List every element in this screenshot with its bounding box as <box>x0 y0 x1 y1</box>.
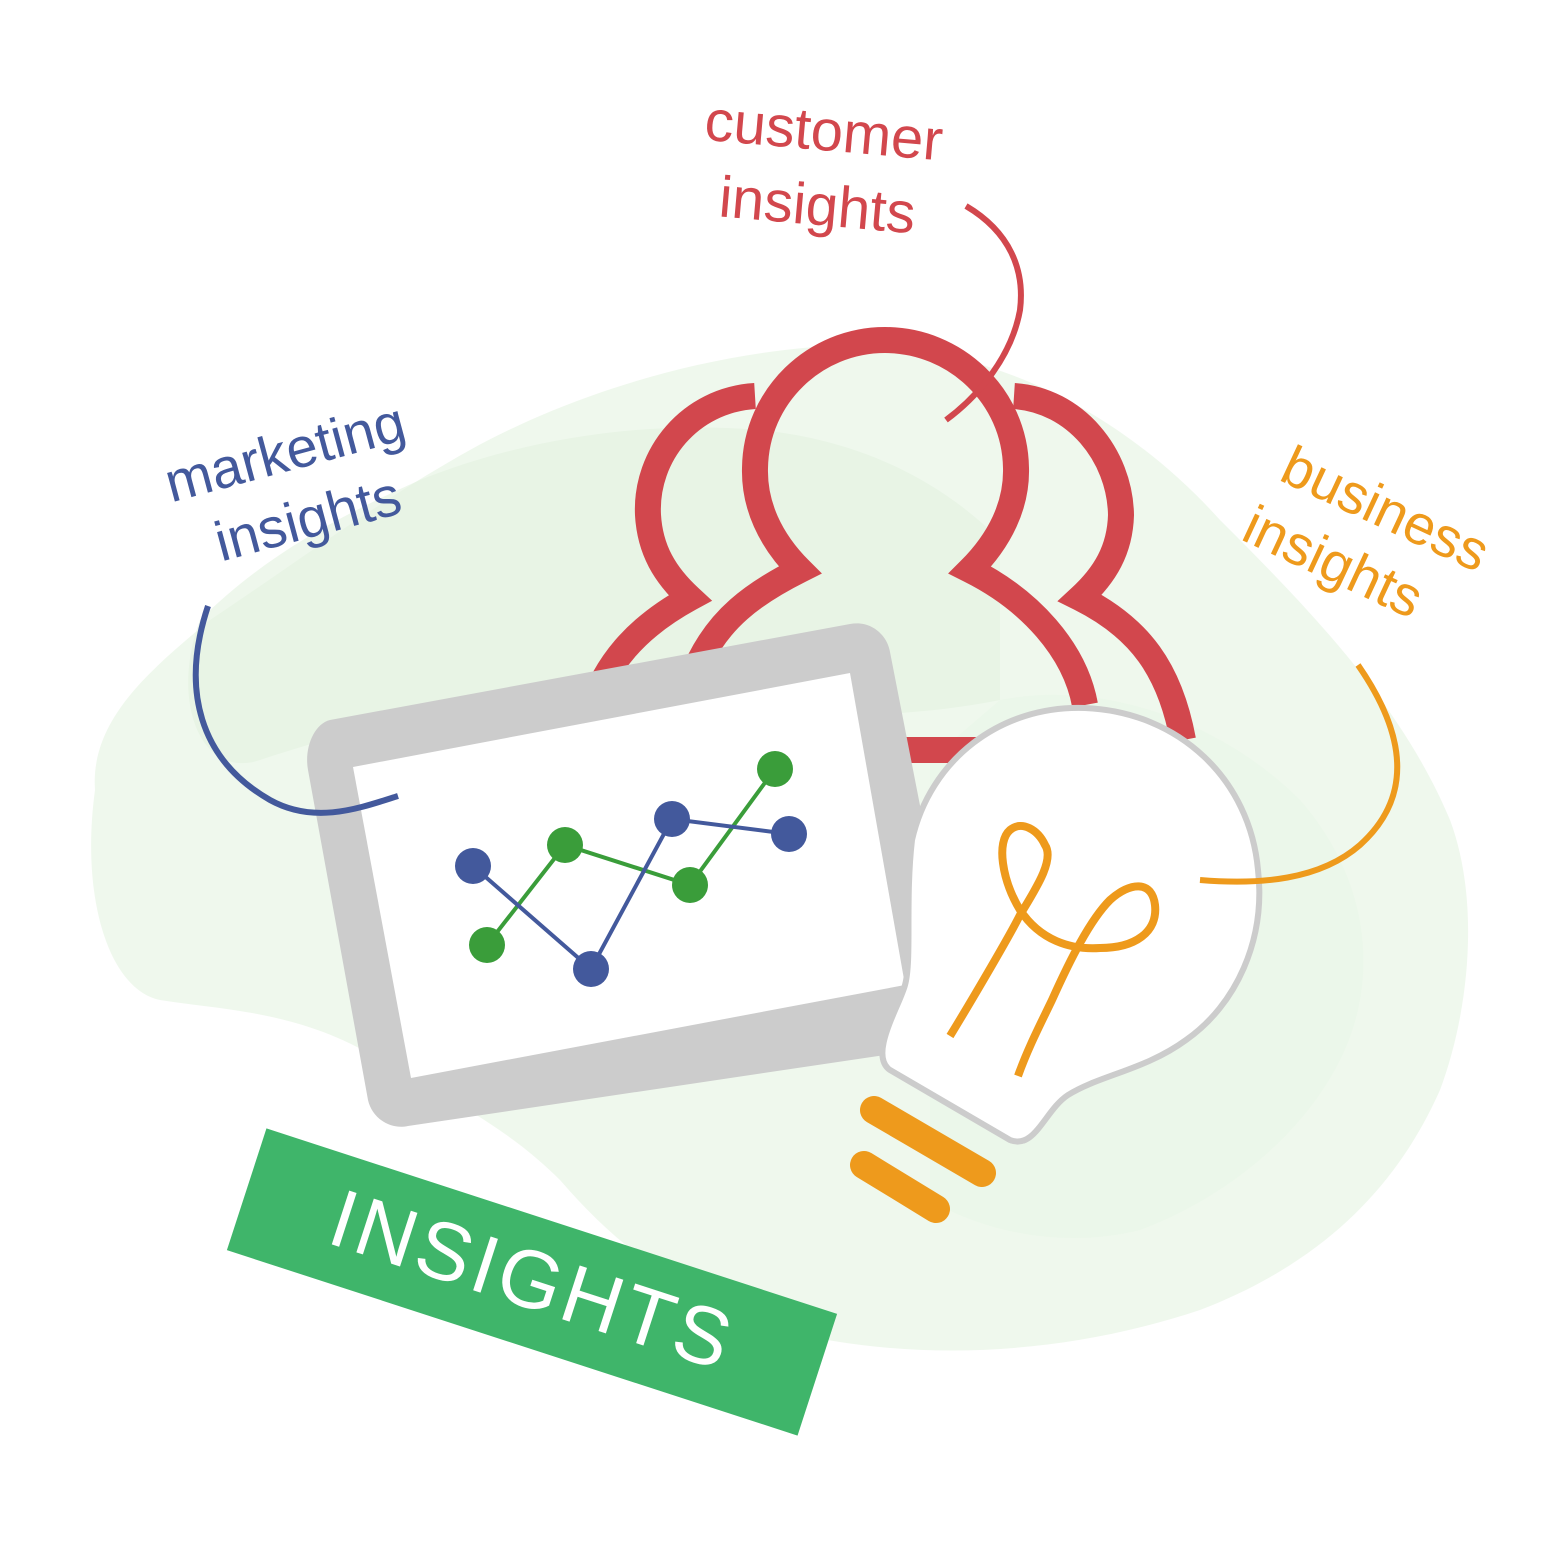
blue-series-point <box>573 951 609 987</box>
green-series-point <box>757 751 793 787</box>
blue-series-point <box>771 816 807 852</box>
marketing-connector <box>192 605 399 816</box>
blue-series-point <box>455 848 491 884</box>
customer-label-line2: insights <box>717 164 919 246</box>
green-series-point <box>672 867 708 903</box>
blue-series-line <box>471 816 790 973</box>
green-series-point <box>547 827 583 863</box>
line-chart <box>455 751 807 987</box>
business-connector <box>1199 663 1401 885</box>
lightbulb-icon <box>850 704 1263 1223</box>
customer-insights-label: customer insights <box>702 88 945 246</box>
blue-series-point <box>654 801 690 837</box>
customer-connector <box>944 203 1024 423</box>
people-group-icon <box>577 326 1196 763</box>
green-series-point <box>469 927 505 963</box>
customer-label-line1: customer <box>702 88 945 174</box>
